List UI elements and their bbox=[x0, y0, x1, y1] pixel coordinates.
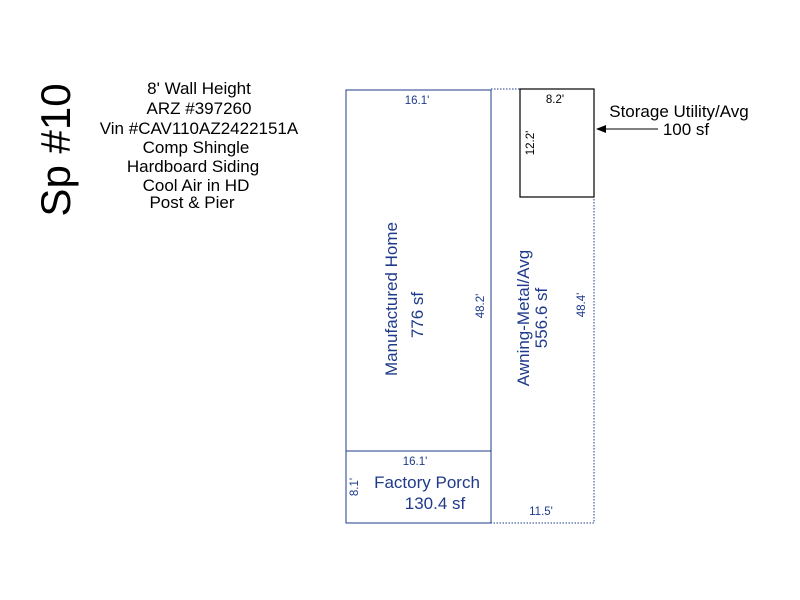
siding-note: Hardboard Siding bbox=[127, 157, 259, 176]
porch-depth-dim: 8.1' bbox=[349, 478, 361, 496]
wall-height-note: 8' Wall Height bbox=[147, 79, 251, 98]
awning-area-label: 556.6 sf bbox=[532, 287, 551, 348]
storage-width-dim: 8.2' bbox=[546, 94, 564, 106]
awning-length-dim: 48.4' bbox=[576, 293, 588, 318]
vin-note: Vin #CAV110AZ2422151A bbox=[100, 119, 299, 138]
home-name-label: Manufactured Home bbox=[382, 222, 401, 376]
storage-area-label: 100 sf bbox=[663, 120, 710, 139]
home-area-label: 776 sf bbox=[408, 292, 427, 339]
factory-porch-outline bbox=[345, 450, 492, 524]
cooling-note: Cool Air in HD bbox=[143, 176, 250, 195]
porch-area-label: 130.4 sf bbox=[405, 494, 466, 513]
arz-note: ARZ #397260 bbox=[147, 99, 252, 118]
storage-outline bbox=[519, 88, 595, 198]
space-label: Sp #10 bbox=[32, 83, 79, 216]
home-length-dim: 48.2' bbox=[475, 294, 487, 319]
roof-note: Comp Shingle bbox=[143, 138, 250, 157]
home-width-dim: 16.1' bbox=[405, 95, 430, 107]
manufactured-home-outline bbox=[345, 89, 492, 452]
storage-length-dim: 12.2' bbox=[525, 131, 537, 156]
awning-name-label: Awning-Metal/Avg bbox=[514, 250, 533, 386]
property-notes: 8' Wall Height ARZ #397260 Vin #CAV110AZ… bbox=[100, 79, 299, 212]
foundation-note: Post & Pier bbox=[149, 193, 234, 212]
storage-name-label: Storage Utility/Avg bbox=[609, 102, 749, 121]
awning-width-dim: 11.5' bbox=[529, 506, 553, 518]
porch-width-dim: 16.1' bbox=[403, 456, 428, 468]
porch-name-label: Factory Porch bbox=[374, 473, 480, 492]
